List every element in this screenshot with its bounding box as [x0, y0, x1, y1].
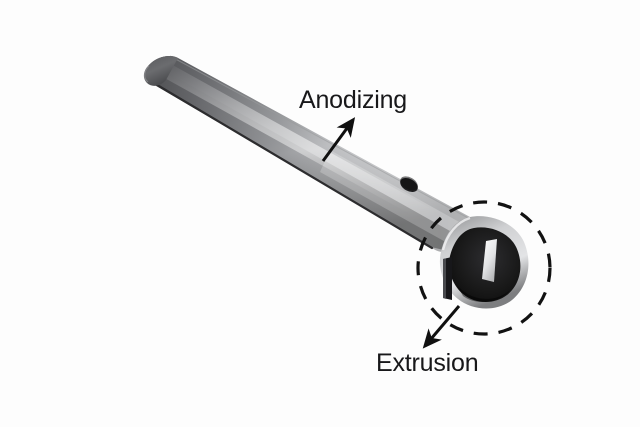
annotation-label-extrusion: Extrusion: [376, 349, 479, 377]
tube-far-end-cap: [143, 56, 178, 86]
tube-extrusion-end: [439, 216, 529, 309]
anodizing-arrow: [321, 117, 356, 162]
top-surface-hole: [400, 176, 418, 192]
extrusion-profile-highlight: [416, 200, 552, 336]
side-wall-slot: [443, 257, 452, 300]
extrusion-arrow: [422, 305, 461, 349]
end-face-inner-slot: [482, 239, 497, 282]
annotation-label-anodizing: Anodizing: [299, 86, 408, 114]
